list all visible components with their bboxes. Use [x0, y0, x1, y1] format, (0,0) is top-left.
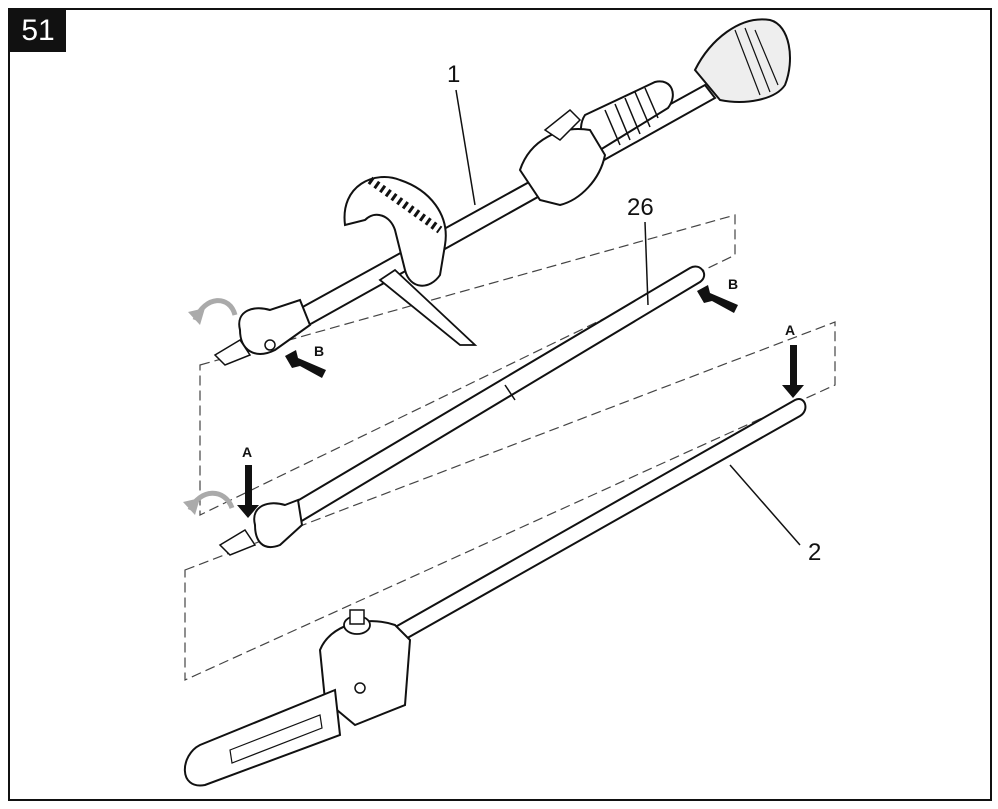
- alignment-guide-upper: [199, 214, 736, 516]
- rotate-arrowhead-icon: [183, 498, 200, 515]
- callout-2: 2: [808, 539, 821, 566]
- figure-number: 51: [10, 10, 66, 52]
- rotate-arrowhead-icon: [188, 308, 205, 325]
- arrow-label-a: A: [242, 444, 252, 460]
- alignment-guide-lower: [184, 321, 836, 681]
- pole-saw-unit: [183, 398, 807, 787]
- rotate-icon: [187, 298, 238, 512]
- callout-1: 1: [447, 61, 460, 88]
- extension-tube: [218, 265, 706, 556]
- arrow-label-b: B: [728, 276, 738, 292]
- power-head-unit: [213, 18, 791, 366]
- arrow-label-b: B: [314, 343, 324, 359]
- figure-frame: [8, 8, 992, 801]
- callout-leaders: [455, 89, 801, 546]
- push-arrow-icon: [237, 285, 804, 518]
- callout-26: 26: [627, 194, 654, 221]
- arrow-label-a: A: [785, 322, 795, 338]
